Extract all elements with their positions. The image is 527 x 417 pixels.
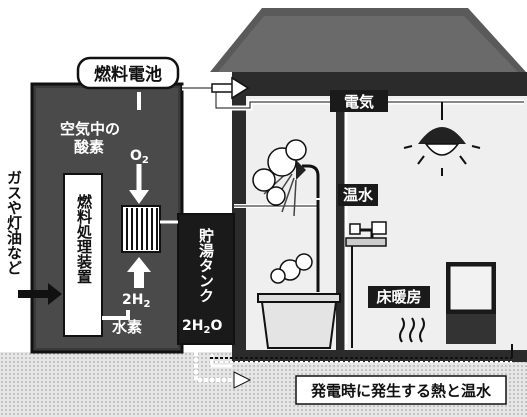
electricity-line bbox=[182, 76, 524, 350]
water-output-label: 2H2O bbox=[182, 318, 222, 336]
fuel-cell-stack-icon bbox=[121, 205, 161, 253]
fuel-cell-title-badge: 燃料電池 bbox=[76, 56, 180, 90]
caption-box bbox=[295, 375, 507, 405]
o2-label: O2 bbox=[130, 148, 149, 166]
electricity-label-bg bbox=[330, 90, 388, 112]
fuel-processor-box bbox=[63, 173, 103, 337]
h2-label: 2H2 bbox=[122, 292, 150, 310]
floor-heating-icon bbox=[399, 317, 425, 343]
fuel-input-label: ガスや灯油など bbox=[5, 170, 23, 275]
fuel-processor-label: 燃料処理装置 bbox=[75, 193, 93, 284]
fuel-input-arrow bbox=[18, 283, 62, 305]
electricity-label: 電気 bbox=[344, 93, 374, 111]
floor-heating-label: 床暖房 bbox=[376, 288, 421, 306]
hot-water-label: 温水 bbox=[343, 186, 374, 204]
fuel-cell-unit bbox=[30, 82, 235, 354]
steam-icon bbox=[252, 139, 313, 284]
partition-wall bbox=[336, 96, 346, 354]
caption: 発電時に発生する熱と温水 bbox=[310, 382, 492, 400]
cabinet bbox=[446, 262, 496, 344]
ceiling-lamp-icon bbox=[403, 127, 481, 176]
bathtub-icon bbox=[257, 293, 341, 349]
hot-water-tank-label: 貯湯タンク bbox=[197, 227, 215, 303]
air-oxygen-label-1: 空気中の bbox=[60, 120, 120, 138]
floor-heating-label-bg bbox=[368, 286, 430, 308]
hydrogen-label: 水素 bbox=[112, 318, 142, 336]
hot-water-label-bg bbox=[338, 184, 378, 206]
hot-water-tank bbox=[177, 213, 235, 345]
fuel-cell-title: 燃料電池 bbox=[94, 64, 162, 85]
faucet-icon bbox=[345, 221, 387, 348]
hydrogen-arrow bbox=[127, 257, 151, 288]
air-oxygen-label-2: 酸素 bbox=[74, 138, 104, 156]
underfloor-heat-line bbox=[194, 344, 513, 389]
oxygen-arrow bbox=[129, 92, 149, 204]
